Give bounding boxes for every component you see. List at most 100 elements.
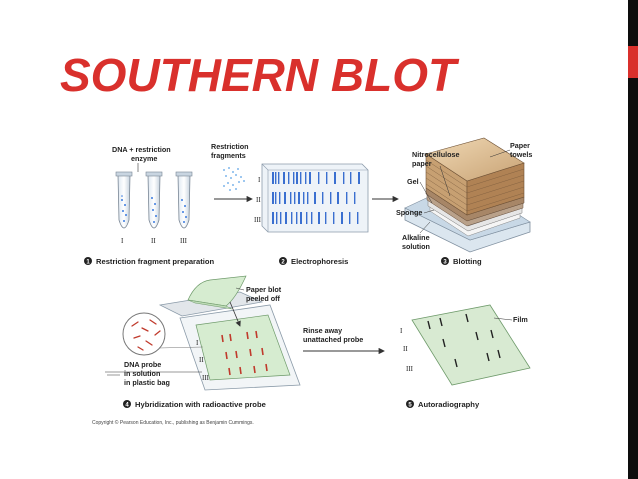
film-band xyxy=(439,317,443,327)
caption-3: Blotting xyxy=(453,257,482,266)
gel-band xyxy=(307,192,309,204)
film-band xyxy=(442,338,446,348)
film-band xyxy=(475,331,479,341)
gel-band xyxy=(294,192,296,204)
peeled-label-2: peeled off xyxy=(246,294,281,303)
gel-band xyxy=(300,212,302,224)
gel-band xyxy=(272,172,274,184)
probe-band xyxy=(246,331,249,340)
panel-blotting: Nitrocellulose paper Paper towels Gel Sp… xyxy=(396,137,532,266)
slide-title: SOUTHERN BLOT xyxy=(60,49,457,101)
probe-band xyxy=(255,330,258,339)
gel-lane-2: II xyxy=(256,196,261,204)
hybrid-bands xyxy=(221,330,268,376)
gel-band xyxy=(300,172,302,184)
probe-band xyxy=(261,347,264,356)
gel-band xyxy=(290,192,292,204)
tube-number-1: I xyxy=(121,237,124,245)
film-bands xyxy=(427,313,501,368)
panel-restriction-prep: DNA + restriction enzyme I II III Restri… xyxy=(84,142,249,266)
gel-band xyxy=(337,192,339,204)
film-band xyxy=(490,329,494,339)
step-badge-2 xyxy=(279,257,287,265)
gel-band xyxy=(275,172,277,184)
tube-number-3: III xyxy=(180,237,188,245)
probe-label-2: in solution xyxy=(124,369,160,378)
gel-lane-3: III xyxy=(254,216,262,224)
right-edge-bar xyxy=(628,0,638,479)
step-badge-4 xyxy=(123,400,131,408)
gel-band xyxy=(278,172,280,184)
gel-band xyxy=(322,192,324,204)
film-band xyxy=(427,320,431,330)
gel-band xyxy=(318,172,320,184)
right-edge-accent xyxy=(628,46,638,78)
gel-band xyxy=(280,212,282,224)
film-band xyxy=(465,313,469,323)
paper-towels-label-2: towels xyxy=(510,150,532,159)
step-number-3: 3 xyxy=(443,260,447,266)
probe-band xyxy=(225,351,228,360)
probe-band xyxy=(228,367,231,376)
gel-band xyxy=(276,212,278,224)
gel-band xyxy=(272,192,274,204)
gel-lane-1: I xyxy=(258,176,261,184)
gel-band xyxy=(318,212,320,224)
probe-band xyxy=(221,334,224,343)
alkaline-label-2: solution xyxy=(402,242,430,251)
hyb-lane-3: III xyxy=(202,374,210,382)
gel-band xyxy=(357,212,359,224)
gel-band xyxy=(341,212,343,224)
gel-band xyxy=(350,172,352,184)
film-lane-1: I xyxy=(400,327,403,335)
gel-band xyxy=(284,192,286,204)
fragment-dots xyxy=(223,167,245,191)
gel-band xyxy=(306,212,308,224)
step-badge-3 xyxy=(441,257,449,265)
probe-band xyxy=(229,333,232,342)
tube-number-2: II xyxy=(151,237,156,245)
gel-band xyxy=(314,192,316,204)
gel-label: Gel xyxy=(407,177,419,186)
panel-hybridization: Paper blot peeled off DNA probe in solut… xyxy=(105,275,301,409)
gel-band xyxy=(309,172,311,184)
gel-band xyxy=(285,212,287,224)
test-tube-1 xyxy=(115,171,133,229)
probe-label-1: DNA probe xyxy=(124,360,161,369)
gel-band xyxy=(296,212,298,224)
gel-band xyxy=(298,192,300,204)
gel-band xyxy=(305,172,307,184)
nitrocellulose-label-1: Nitrocellulose xyxy=(412,150,460,159)
probe-band xyxy=(235,350,238,359)
paper-towels-label-1: Paper xyxy=(510,141,530,150)
step-number-5: 5 xyxy=(408,403,412,409)
film-band xyxy=(454,358,458,368)
fragments-label-2: fragments xyxy=(211,151,246,160)
tube-label-1: DNA + restriction xyxy=(112,145,171,154)
gel-band xyxy=(311,212,313,224)
gel-band xyxy=(325,212,327,224)
gel-band xyxy=(283,172,285,184)
caption-5: Autoradiography xyxy=(418,400,480,409)
tube-label-2: enzyme xyxy=(131,154,157,163)
probe-band xyxy=(265,363,268,372)
hyb-lane-1: I xyxy=(196,339,199,347)
panel-electrophoresis: I II III 2 Electrophoresis xyxy=(254,163,369,266)
gel-band xyxy=(288,172,290,184)
gel-band xyxy=(291,212,293,224)
fragments-label-1: Restriction xyxy=(211,142,249,151)
gel-band xyxy=(354,192,356,204)
step-number-1: 1 xyxy=(86,260,90,266)
gel-band xyxy=(346,192,348,204)
probe-band xyxy=(249,348,252,357)
gel-band xyxy=(279,192,281,204)
test-tube-3 xyxy=(175,171,193,229)
gel-band xyxy=(303,192,305,204)
caption-4: Hybridization with radioactive probe xyxy=(135,400,266,409)
step-badge-1 xyxy=(84,257,92,265)
step-badge-5 xyxy=(406,400,414,408)
gel-band xyxy=(296,172,298,184)
rinse-label-2: unattached probe xyxy=(303,335,363,344)
hyb-lane-2: II xyxy=(199,356,204,364)
gel-band xyxy=(333,212,335,224)
